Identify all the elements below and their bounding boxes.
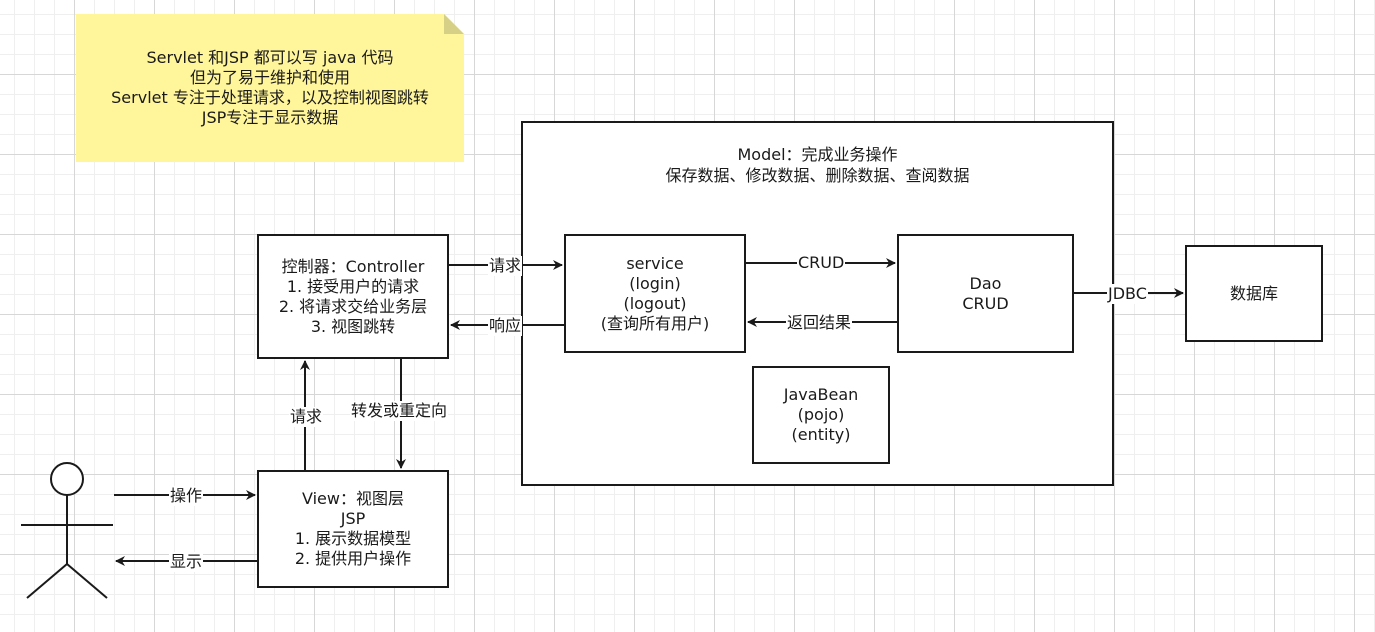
model-title: Model：完成业务操作 保存数据、修改数据、删除数据、查阅数据 xyxy=(665,145,970,185)
edge-label-jdbc: JDBC xyxy=(1107,284,1148,304)
sticky-note-text: Servlet 和JSP 都可以写 java 代码 但为了易于维护和使用 Ser… xyxy=(111,48,429,127)
view-box[interactable]: View：视图层 JSP 1. 展示数据模型 2. 提供用户操作 xyxy=(257,470,449,588)
controller-box[interactable]: 控制器：Controller 1. 接受用户的请求 2. 将请求交给业务层 3.… xyxy=(257,234,449,359)
user-actor-icon xyxy=(21,462,113,599)
edge-label-crud: CRUD xyxy=(797,253,846,273)
edge-label-request: 请求 xyxy=(488,256,523,276)
edge-label-operate: 操作 xyxy=(169,486,204,506)
edge-label-forward-redirect: 转发或重定向 xyxy=(350,401,449,421)
dao-box[interactable]: Dao CRUD xyxy=(897,234,1074,353)
database-box[interactable]: 数据库 xyxy=(1185,245,1323,342)
javabean-box[interactable]: JavaBean (pojo) (entity) xyxy=(752,366,890,464)
edge-label-view-request: 请求 xyxy=(289,407,324,427)
edge-label-display: 显示 xyxy=(169,552,204,572)
service-box[interactable]: service (login) (logout) (查询所有用户) xyxy=(564,234,746,353)
sticky-note-shape xyxy=(76,14,464,162)
edge-label-response: 响应 xyxy=(488,316,523,336)
edge-label-return-result: 返回结果 xyxy=(786,313,853,333)
